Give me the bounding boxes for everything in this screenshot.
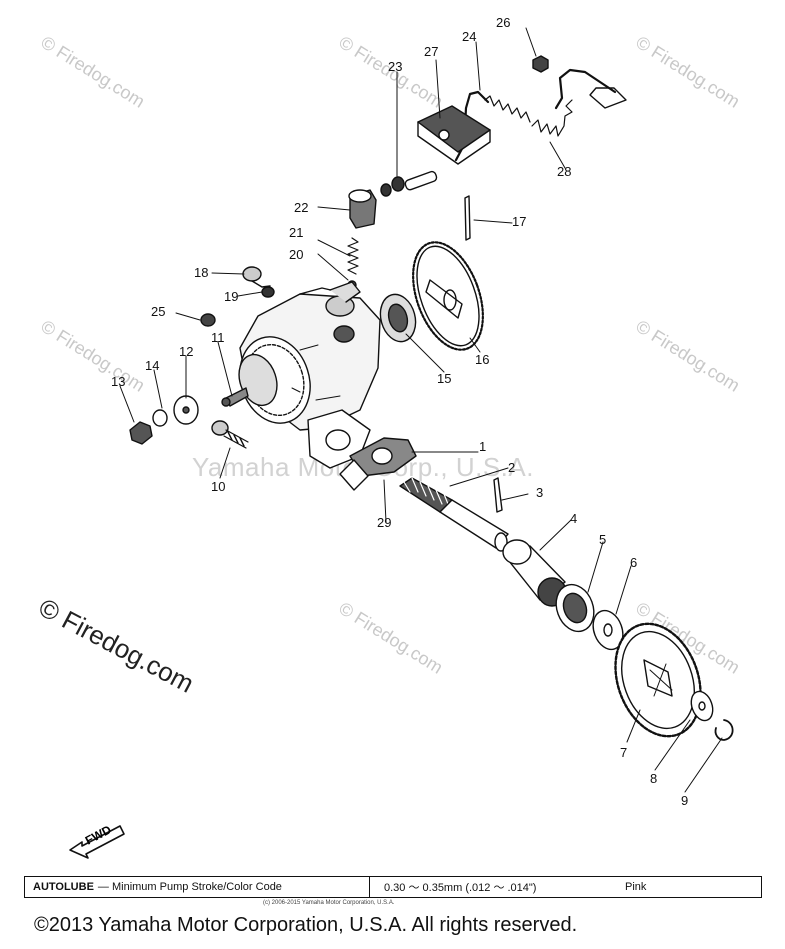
part-14-washer <box>152 409 168 427</box>
callout-22: 22 <box>294 200 309 215</box>
part-2-worm-shaft <box>399 477 509 552</box>
part-10-bolt <box>211 420 249 449</box>
callout-24: 24 <box>462 29 477 44</box>
part-19-washer <box>261 286 275 298</box>
spec-color: Pink <box>625 881 647 893</box>
callout-19: 19 <box>224 289 239 304</box>
small-copyright: (c) 2006-2015 Yamaha Motor Corporation, … <box>263 900 395 906</box>
part-21-spring <box>347 237 359 275</box>
callout-6: 6 <box>630 555 638 570</box>
callout-2: 2 <box>508 460 516 475</box>
callout-18: 18 <box>194 265 209 280</box>
callout-26: 26 <box>496 15 511 30</box>
part-9-circlip <box>714 719 734 741</box>
spec-label-text: — Minimum Pump Stroke/Color Code <box>97 881 282 893</box>
part-28-spring <box>484 95 573 137</box>
callout-25: 25 <box>151 304 166 319</box>
part-25-screw <box>200 313 216 327</box>
part-5-bearing <box>555 583 595 633</box>
part-18-bolt <box>242 266 271 288</box>
part-29-housing <box>339 459 369 491</box>
callout-13: 13 <box>111 374 126 389</box>
callout-8: 8 <box>650 771 658 786</box>
part-17-pin <box>464 195 471 241</box>
callout-4: 4 <box>570 511 578 526</box>
callout-7: 7 <box>620 745 628 760</box>
callout-16: 16 <box>475 352 490 367</box>
callout-27: 27 <box>424 44 439 59</box>
callout-21: 21 <box>289 225 304 240</box>
callout-10: 10 <box>211 479 226 494</box>
part-3-pin <box>493 477 503 513</box>
part-4-collar <box>502 539 567 607</box>
copyright-footer: ©2013 Yamaha Motor Corporation, U.S.A. A… <box>34 914 578 936</box>
part-22-banjo-fitting <box>348 189 377 229</box>
part-26-nut <box>532 55 549 73</box>
spec-value: 0.30 〜 0.35mm (.012 〜 .014") <box>384 882 537 894</box>
callout-9: 9 <box>681 793 689 808</box>
part-13-nut <box>129 421 153 445</box>
spec-label-bold: AUTOLUBE <box>33 881 94 893</box>
part-24-oil-pipe <box>554 68 617 110</box>
autolube-spec-table: AUTOLUBE — Minimum Pump Stroke/Color Cod… <box>24 876 762 898</box>
callout-5: 5 <box>599 532 607 547</box>
part-16-drive-gear <box>412 241 484 351</box>
callout-3: 3 <box>536 485 544 500</box>
spec-label-cell: AUTOLUBE — Minimum Pump Stroke/Color Cod… <box>25 877 370 897</box>
callout-12: 12 <box>179 344 194 359</box>
callout-17: 17 <box>512 214 527 229</box>
callout-20: 20 <box>289 247 304 262</box>
callout-29: 29 <box>377 515 392 530</box>
part-27-bracket <box>417 105 491 165</box>
callout-11: 11 <box>211 330 225 345</box>
callout-28: 28 <box>557 164 572 179</box>
callout-23: 23 <box>388 59 403 74</box>
pump-body <box>238 281 381 469</box>
callout-1: 1 <box>479 439 487 454</box>
fwd-arrow-icon <box>69 825 125 859</box>
callout-15: 15 <box>437 371 452 386</box>
part-23-pipe <box>380 170 438 197</box>
callout-14: 14 <box>145 358 160 373</box>
part-15-oil-seal <box>379 293 417 343</box>
part-7-driven-gear <box>614 622 702 738</box>
part-11-shaft <box>221 387 249 407</box>
